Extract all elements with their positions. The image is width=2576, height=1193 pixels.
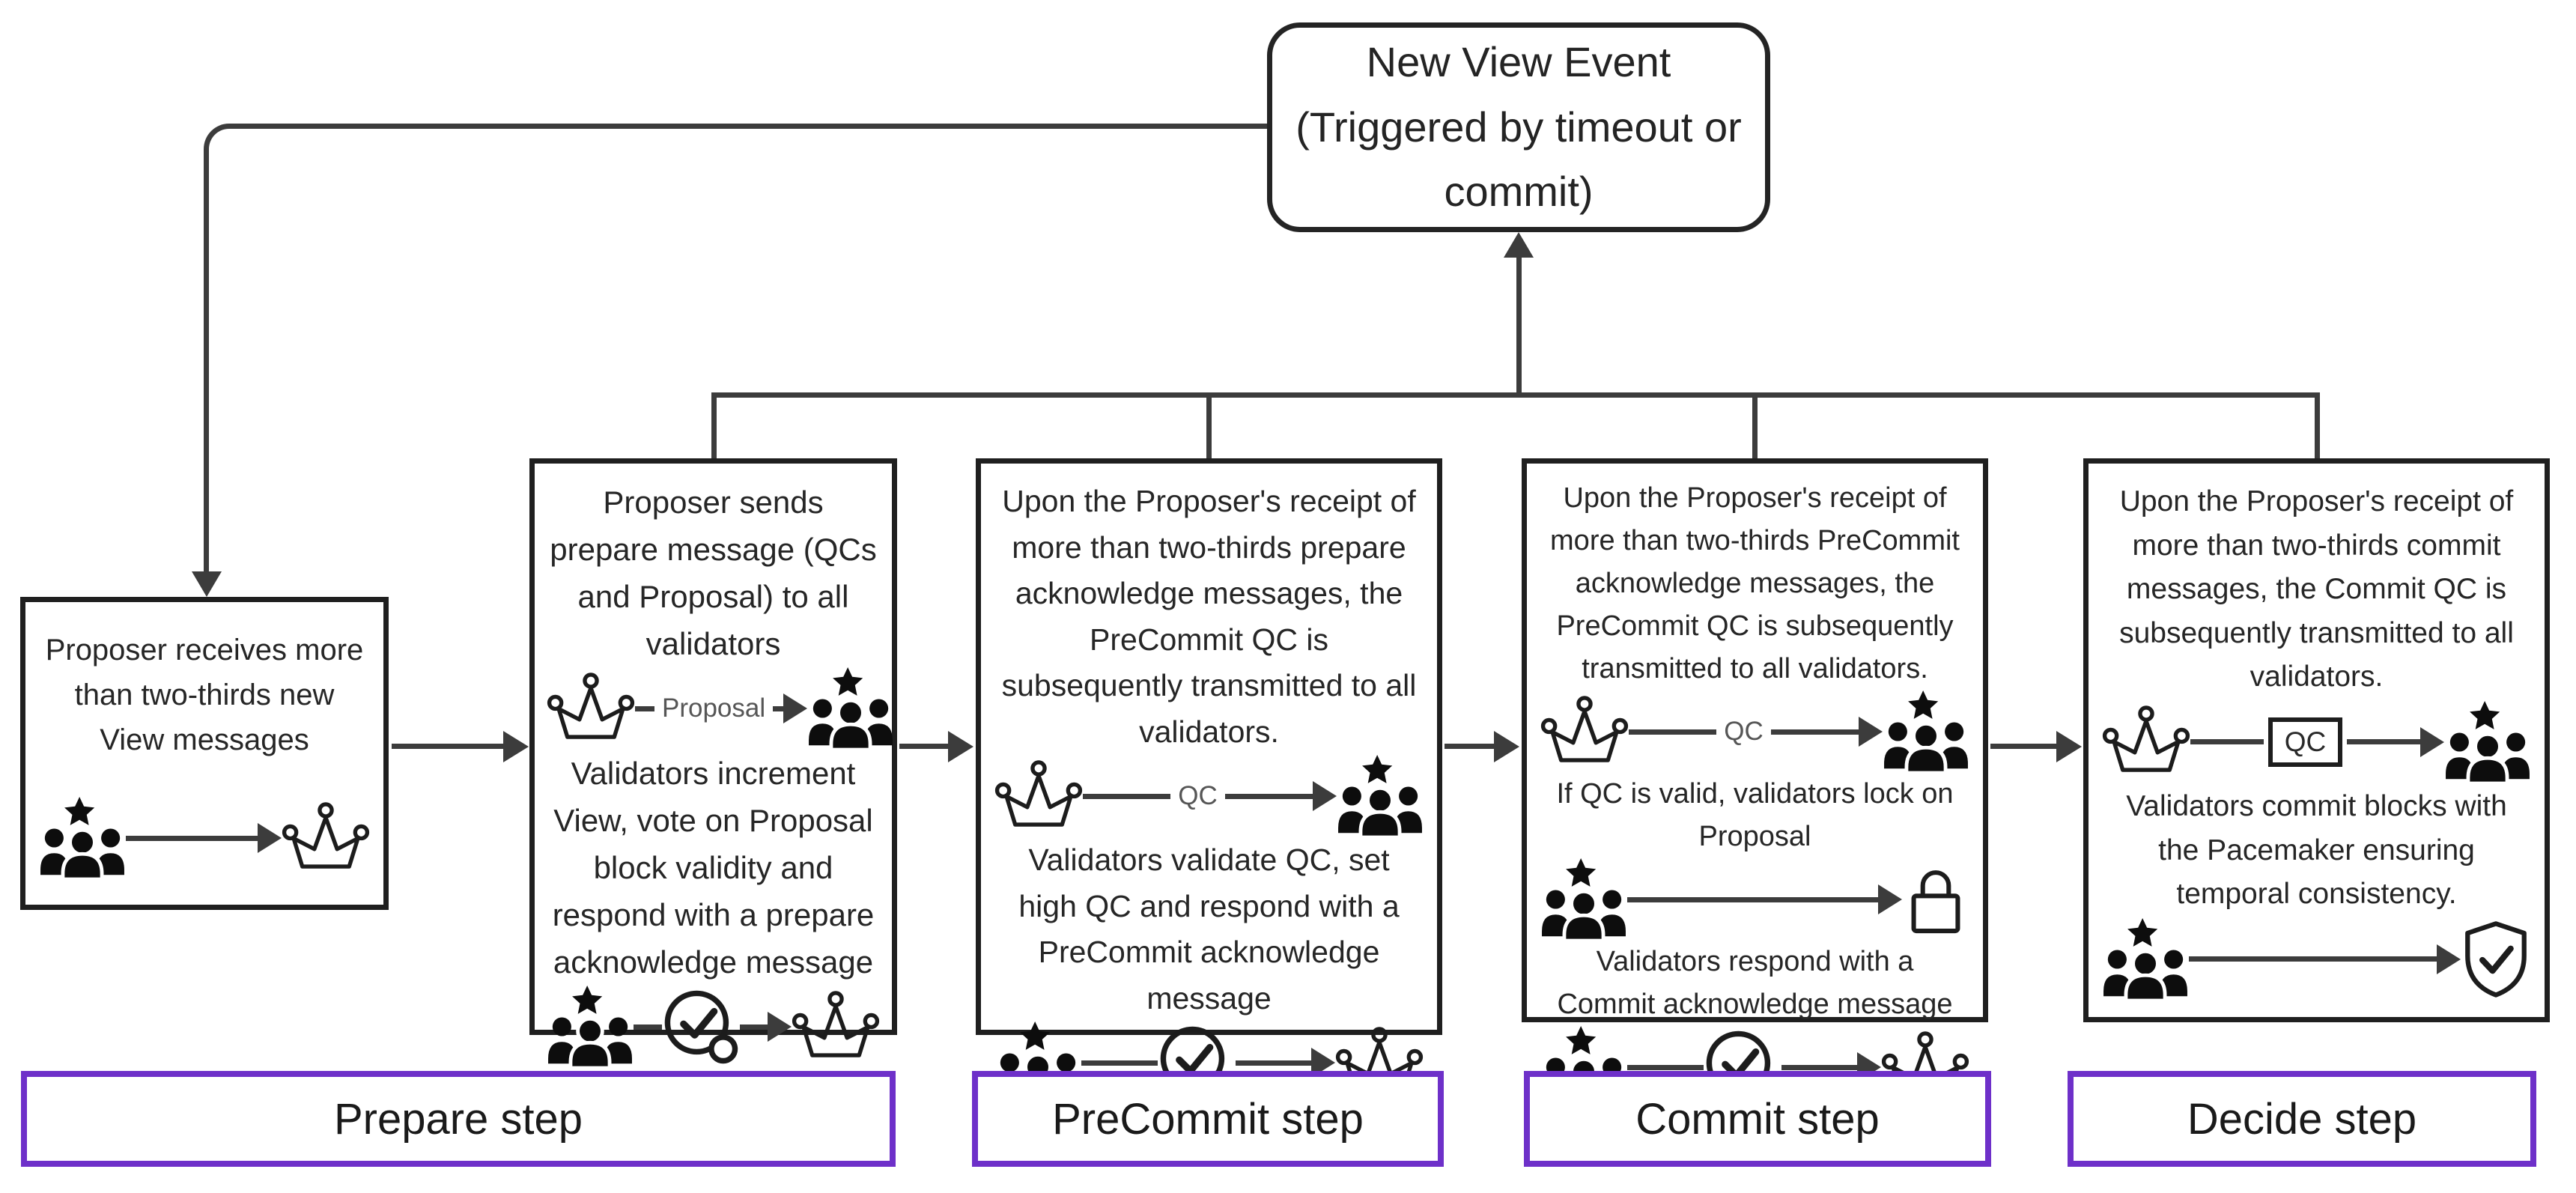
- arrow-box3-box4-head: [1494, 731, 1519, 762]
- flow-arrowhead: [1313, 781, 1337, 811]
- phase-label-decide: Decide step: [2068, 1071, 2536, 1167]
- flow-arrowhead: [783, 693, 808, 723]
- validators-group-star-icon: [2103, 917, 2187, 1001]
- connector-bus-to-newview: [1516, 256, 1522, 394]
- lock-icon: [1911, 869, 1960, 933]
- box2-proposal-row: Proposal: [544, 667, 893, 750]
- flow-arrowhead: [1878, 884, 1902, 914]
- box3-paragraph-1: Upon the Proposer's receipt of more than…: [1001, 484, 1417, 749]
- flow-arrowhead: [2420, 726, 2444, 757]
- box4-qc-row: QC: [1537, 690, 1972, 773]
- flow-line: [1627, 896, 1878, 902]
- new-view-event-text: New View Event (Triggered by timeout or …: [1295, 37, 1742, 216]
- phase-label-text: Prepare step: [333, 1094, 583, 1144]
- box4-paragraph-2: If QC is valid, validators lock on Propo…: [1556, 778, 1954, 852]
- connector-bus-horizontal: [711, 392, 2320, 398]
- step-box-precommit: Upon the Proposer's receipt of more than…: [976, 458, 1442, 1104]
- validators-group-star-icon: [1884, 690, 1968, 773]
- connector-bus-drop-box4: [1752, 395, 1758, 460]
- box1-text: Proposer receives more than two-thirds n…: [45, 634, 364, 756]
- arrow-box4-box5-line: [1990, 744, 2059, 749]
- arrow-box2-box3-head: [948, 731, 973, 762]
- arrow-box4-box5-head: [2056, 731, 2082, 762]
- arrow-box3-box4-line: [1445, 744, 1495, 749]
- flow-arrowhead: [258, 823, 282, 853]
- proposer-crown-icon: [282, 801, 370, 869]
- validators-group-star-icon: [809, 667, 893, 750]
- arrow-box1-box2-line: [392, 744, 505, 749]
- step-box-decide: Upon the Proposer's receipt of more than…: [2083, 458, 2550, 1022]
- proposer-crown-icon: [2102, 705, 2190, 773]
- flow-line: [1781, 1064, 1857, 1070]
- qc-arrow-label: QC: [1178, 781, 1218, 810]
- phase-label-commit: Commit step: [1524, 1071, 1991, 1167]
- box2-ack-row: [544, 986, 883, 1068]
- connector-newview-to-box1-horizontal: [229, 124, 1267, 129]
- flow-line: [1770, 729, 1859, 735]
- box2-paragraph-2: Validators increment View, vote on Propo…: [552, 756, 875, 980]
- box4-lock-row: [1537, 858, 1972, 941]
- connector-newview-to-box1-vertical: [204, 151, 209, 573]
- box3-paragraph-2: Validators validate QC, set high QC and …: [1018, 843, 1400, 1016]
- arrowhead-into-box1: [192, 571, 222, 597]
- flow-line: [634, 1024, 662, 1030]
- flow-line: [1224, 793, 1313, 799]
- box3-qc-row: QC: [991, 755, 1427, 837]
- connector-bus-drop-box5: [2315, 395, 2320, 460]
- proposer-crown-icon: [994, 759, 1083, 827]
- phase-label-text: Commit step: [1635, 1094, 1880, 1144]
- box5-paragraph-2: Validators commit blocks with the Pacema…: [2126, 790, 2507, 911]
- new-view-event-node: New View Event (Triggered by timeout or …: [1267, 22, 1770, 232]
- phase-label-prepare: Prepare step: [21, 1071, 896, 1167]
- box2-paragraph-1: Proposer sends prepare message (QCs and …: [550, 485, 877, 661]
- step-box-prepare: Proposer sends prepare message (QCs and …: [529, 458, 897, 1068]
- phase-label-text: PreCommit step: [1052, 1094, 1364, 1144]
- flow-line: [1083, 793, 1171, 799]
- box4-paragraph-3: Validators respond with a Commit acknowl…: [1557, 946, 1953, 1020]
- box1-icon-row: [36, 797, 373, 879]
- flow-arrowhead: [1859, 717, 1883, 747]
- step-box-commit: Upon the Proposer's receipt of more than…: [1522, 458, 1988, 1108]
- step-box-new-view: Proposer receives more than two-thirds n…: [20, 597, 389, 910]
- flow-line: [2189, 956, 2437, 962]
- flow-line: [1629, 729, 1717, 735]
- proposer-crown-icon: [1540, 695, 1629, 762]
- vote-check-circle-icon: [664, 990, 738, 1064]
- flow-line: [2190, 739, 2264, 745]
- flow-line: [773, 705, 784, 711]
- box5-commit-row: [2099, 917, 2534, 1001]
- box4-paragraph-1: Upon the Proposer's receipt of more than…: [1550, 482, 1960, 684]
- arrowhead-into-newview: [1504, 232, 1534, 258]
- flow-line: [635, 705, 654, 711]
- proposer-crown-icon: [792, 990, 880, 1057]
- flow-line: [739, 1024, 768, 1030]
- shield-check-icon: [2465, 921, 2527, 998]
- flow-line: [2347, 739, 2420, 745]
- proposer-crown-icon: [547, 672, 635, 739]
- qc-badge: QC: [2267, 717, 2343, 767]
- validators-group-star-icon: [2446, 700, 2530, 783]
- phase-label-text: Decide step: [2187, 1094, 2417, 1144]
- flow-line: [1081, 1060, 1158, 1066]
- flow-arrowhead: [2437, 944, 2461, 974]
- validators-group-star-icon: [40, 797, 124, 879]
- flow-line: [1627, 1064, 1704, 1070]
- box5-qc-row: QC: [2099, 700, 2534, 783]
- flow-arrowhead: [768, 1012, 792, 1042]
- flow-line: [1235, 1060, 1311, 1066]
- box5-paragraph-1: Upon the Proposer's receipt of more than…: [2119, 485, 2514, 693]
- arrow-box1-box2-head: [503, 731, 529, 762]
- validators-group-star-icon: [1542, 858, 1626, 941]
- arrow-box2-box3-line: [899, 744, 950, 749]
- connector-bus-drop-box2: [711, 395, 717, 460]
- validators-group-star-icon: [1338, 755, 1422, 837]
- flow-line: [126, 835, 258, 841]
- phase-label-precommit: PreCommit step: [972, 1071, 1444, 1167]
- validators-group-star-icon: [548, 986, 632, 1068]
- proposal-arrow-label: Proposal: [662, 693, 766, 723]
- qc-arrow-label: QC: [1724, 717, 1764, 746]
- connector-corner: [204, 124, 235, 155]
- connector-bus-drop-box3: [1206, 395, 1212, 460]
